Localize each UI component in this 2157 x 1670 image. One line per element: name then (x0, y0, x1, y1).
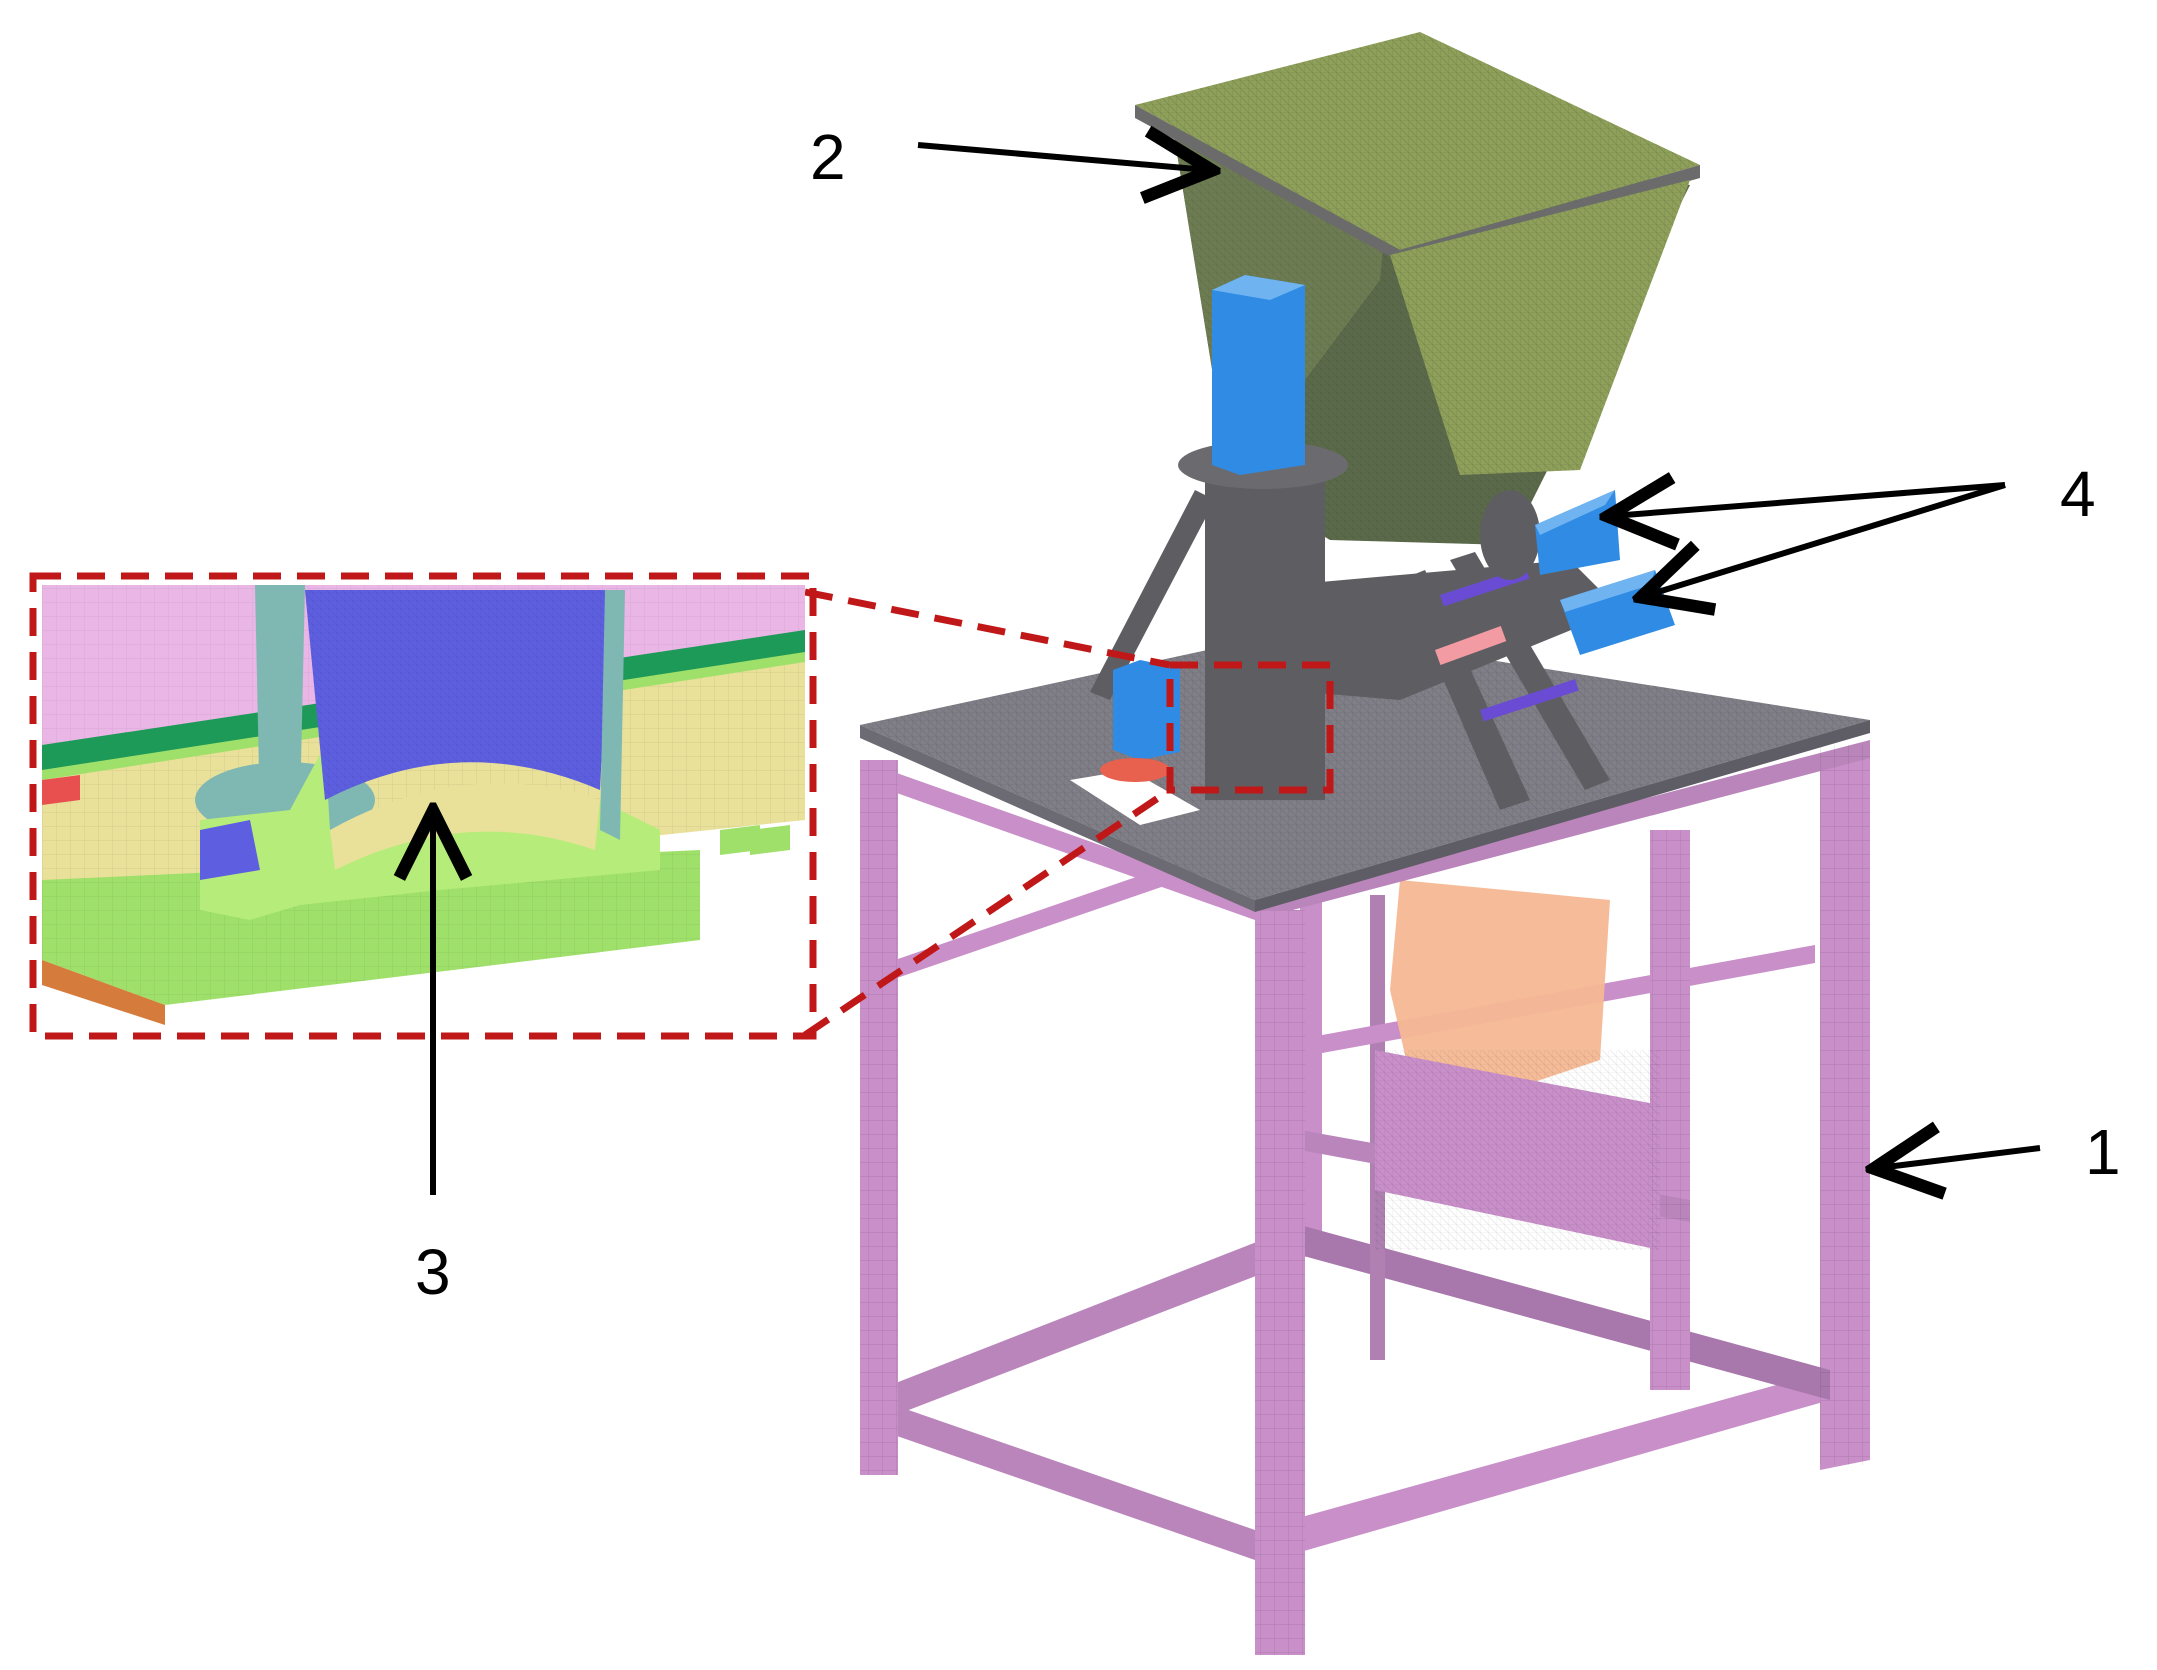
shaft-pink (1435, 626, 1507, 666)
frame-structure (860, 630, 1870, 1655)
vertical-actuator (1212, 275, 1305, 475)
arrow-icon (1878, 1148, 2041, 1168)
label-frame: 1 (2085, 1116, 2121, 1188)
label-hopper: 2 (810, 121, 846, 193)
column-body (1205, 470, 1325, 800)
table-apron-front (860, 760, 1255, 920)
table-apron-right (1255, 740, 1870, 920)
support-leg-left (1090, 490, 1215, 700)
detail-connector-top (804, 588, 1171, 669)
small-actuator (1113, 660, 1180, 760)
label-detail: 3 (415, 1236, 451, 1308)
red-disc (1100, 758, 1170, 782)
guide-rod-lower (1480, 679, 1579, 722)
frame-brace-left (895, 855, 1205, 978)
frame-rail-bottom-front (1255, 1370, 1830, 1565)
label-cylinders: 4 (2060, 458, 2096, 530)
arrow-icon (1645, 482, 2006, 596)
table-top-edge (860, 725, 1255, 912)
inset-dashed-frame (29, 572, 817, 1040)
callout-arrows (433, 145, 2041, 1195)
frame-rail-bottom-back (865, 1395, 1255, 1560)
arrow-icon (1612, 485, 2006, 516)
detail-callout-box (1166, 661, 1334, 794)
cylinder-upper (1535, 490, 1620, 575)
feeder-assembly (1090, 32, 1700, 810)
table-opening (1070, 770, 1200, 825)
detail-connector-bottom (803, 787, 1172, 1038)
arrow-icon (917, 145, 1208, 170)
inset-detail (29, 572, 817, 1040)
frame-rail-bottom-right (1300, 1225, 1830, 1400)
frame-rail-bottom-left (865, 1225, 1310, 1425)
inset-column-wall (255, 585, 305, 820)
